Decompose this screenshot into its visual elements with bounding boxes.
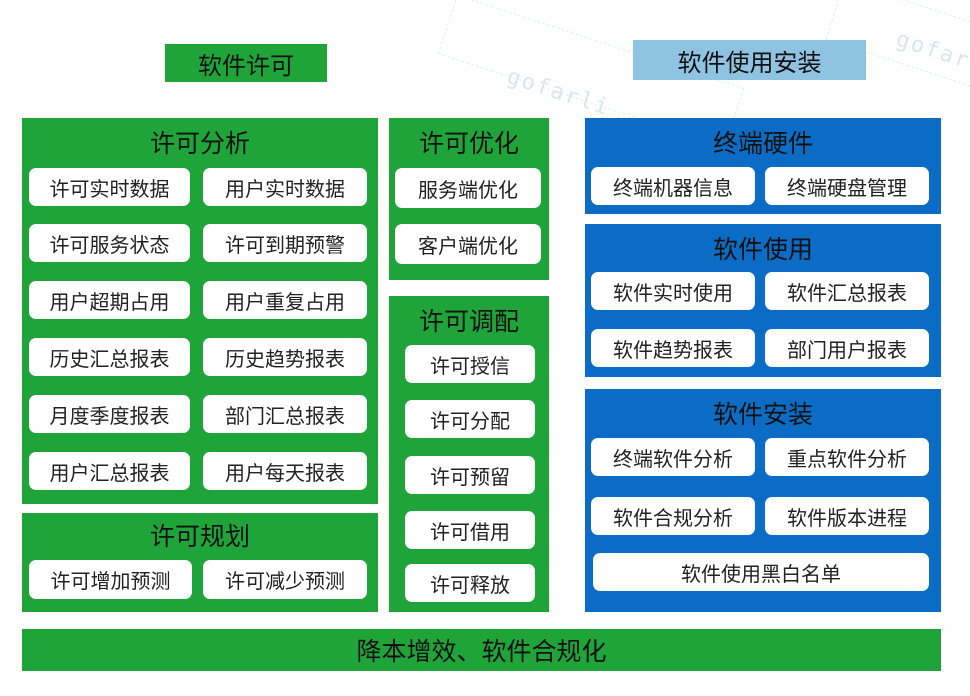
terminal-hardware-item[interactable]: 终端硬盘管理: [765, 167, 929, 205]
license-analysis-item[interactable]: 用户汇总报表: [29, 452, 190, 490]
license-allocate-item[interactable]: 许可分配: [405, 400, 535, 438]
license-analysis-item[interactable]: 用户每天报表: [203, 452, 367, 490]
goal-banner: 降本增效、软件合规化: [22, 629, 941, 671]
license-analysis-item[interactable]: 许可到期预警: [203, 224, 367, 262]
license-allocate-item[interactable]: 许可释放: [405, 564, 535, 602]
license-planning-panel: 许可规划 许可增加预测 许可减少预测: [22, 513, 378, 612]
license-analysis-item[interactable]: 用户重复占用: [203, 281, 367, 319]
software-usage-item[interactable]: 部门用户报表: [765, 329, 929, 367]
software-usage-item[interactable]: 软件汇总报表: [765, 272, 929, 310]
license-optimize-item[interactable]: 服务端优化: [395, 168, 541, 208]
software-usage-item[interactable]: 软件趋势报表: [591, 329, 755, 367]
panel-title: 终端硬件: [712, 129, 813, 158]
license-analysis-panel: 许可分析 许可实时数据 用户实时数据 许可服务状态 许可到期预警 用户超期占用 …: [22, 118, 378, 504]
license-analysis-item[interactable]: 部门汇总报表: [203, 395, 367, 433]
software-install-panel: 软件安装 终端软件分析 重点软件分析 软件合规分析 软件版本进程 软件使用黑白名…: [585, 389, 941, 612]
panel-title: 许可规划: [149, 522, 250, 551]
license-analysis-item[interactable]: 历史汇总报表: [29, 338, 190, 376]
license-planning-item[interactable]: 许可减少预测: [203, 560, 367, 599]
panel-title: 许可调配: [418, 307, 519, 336]
terminal-hardware-item[interactable]: 终端机器信息: [591, 167, 755, 205]
license-analysis-item[interactable]: 许可实时数据: [29, 168, 190, 206]
software-install-item[interactable]: 终端软件分析: [591, 438, 755, 476]
license-analysis-item[interactable]: 用户超期占用: [29, 281, 190, 319]
license-optimize-item[interactable]: 客户端优化: [395, 224, 541, 264]
install-header: 软件使用安装: [633, 40, 866, 80]
license-analysis-item[interactable]: 月度季度报表: [29, 395, 190, 433]
terminal-hardware-panel: 终端硬件 终端机器信息 终端硬盘管理: [585, 118, 941, 214]
license-allocate-item[interactable]: 许可预留: [405, 456, 535, 494]
license-analysis-item[interactable]: 许可服务状态: [29, 224, 190, 262]
license-analysis-item[interactable]: 历史趋势报表: [203, 338, 367, 376]
panel-title: 许可分析: [149, 129, 250, 158]
software-usage-panel: 软件使用 软件实时使用 软件汇总报表 软件趋势报表 部门用户报表: [585, 224, 941, 377]
software-install-item[interactable]: 重点软件分析: [765, 438, 929, 476]
software-usage-item[interactable]: 软件实时使用: [591, 272, 755, 310]
license-analysis-item[interactable]: 用户实时数据: [203, 168, 367, 206]
panel-title: 软件使用: [712, 235, 813, 264]
license-optimize-panel: 许可优化 服务端优化 客户端优化: [389, 118, 549, 280]
software-install-item[interactable]: 软件使用黑白名单: [593, 553, 929, 591]
license-header: 软件许可: [165, 44, 327, 82]
license-planning-item[interactable]: 许可增加预测: [29, 560, 192, 599]
license-allocate-panel: 许可调配 许可授信 许可分配 许可预留 许可借用 许可释放: [389, 296, 549, 612]
license-allocate-item[interactable]: 许可借用: [405, 511, 535, 549]
panel-title: 许可优化: [418, 129, 519, 158]
license-allocate-item[interactable]: 许可授信: [405, 345, 535, 383]
software-install-item[interactable]: 软件合规分析: [591, 497, 755, 535]
software-install-item[interactable]: 软件版本进程: [765, 497, 929, 535]
panel-title: 软件安装: [712, 400, 813, 429]
